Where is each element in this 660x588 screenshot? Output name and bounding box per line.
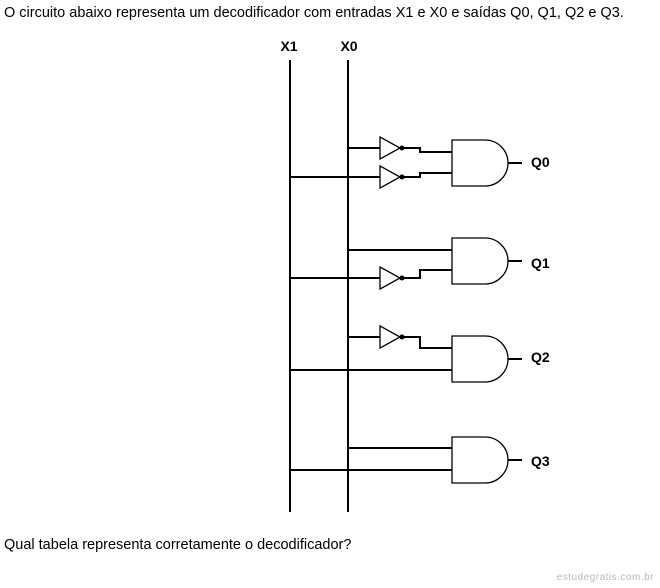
- and-gate-q2: [451, 335, 509, 383]
- gate-group-q0: Q0: [290, 135, 550, 190]
- and-gate-q3: [451, 436, 509, 484]
- not-gate-q1: [379, 265, 402, 291]
- output-label-q0: Q0: [531, 154, 550, 170]
- not-gate-q0-a: [379, 135, 402, 161]
- question-text: O circuito abaixo representa um decodifi…: [4, 5, 624, 21]
- gate-group-q2: Q2: [290, 324, 550, 383]
- prompt-text: Qual tabela representa corretamente o de…: [4, 537, 352, 553]
- watermark: estudegratis.com.br: [556, 572, 654, 583]
- not-gate-q0-b: [379, 164, 402, 190]
- not-gate-q2: [379, 324, 402, 350]
- gate-group-q1: Q1: [290, 237, 550, 291]
- output-label-q3: Q3: [531, 453, 550, 469]
- output-label-q1: Q1: [531, 255, 550, 271]
- and-gate-q0: [451, 139, 509, 187]
- input-label-x0: X0: [340, 38, 357, 54]
- gate-group-q3: Q3: [290, 436, 550, 484]
- output-label-q2: Q2: [531, 349, 550, 365]
- and-gate-q1: [451, 237, 509, 285]
- input-label-x1: X1: [280, 38, 297, 54]
